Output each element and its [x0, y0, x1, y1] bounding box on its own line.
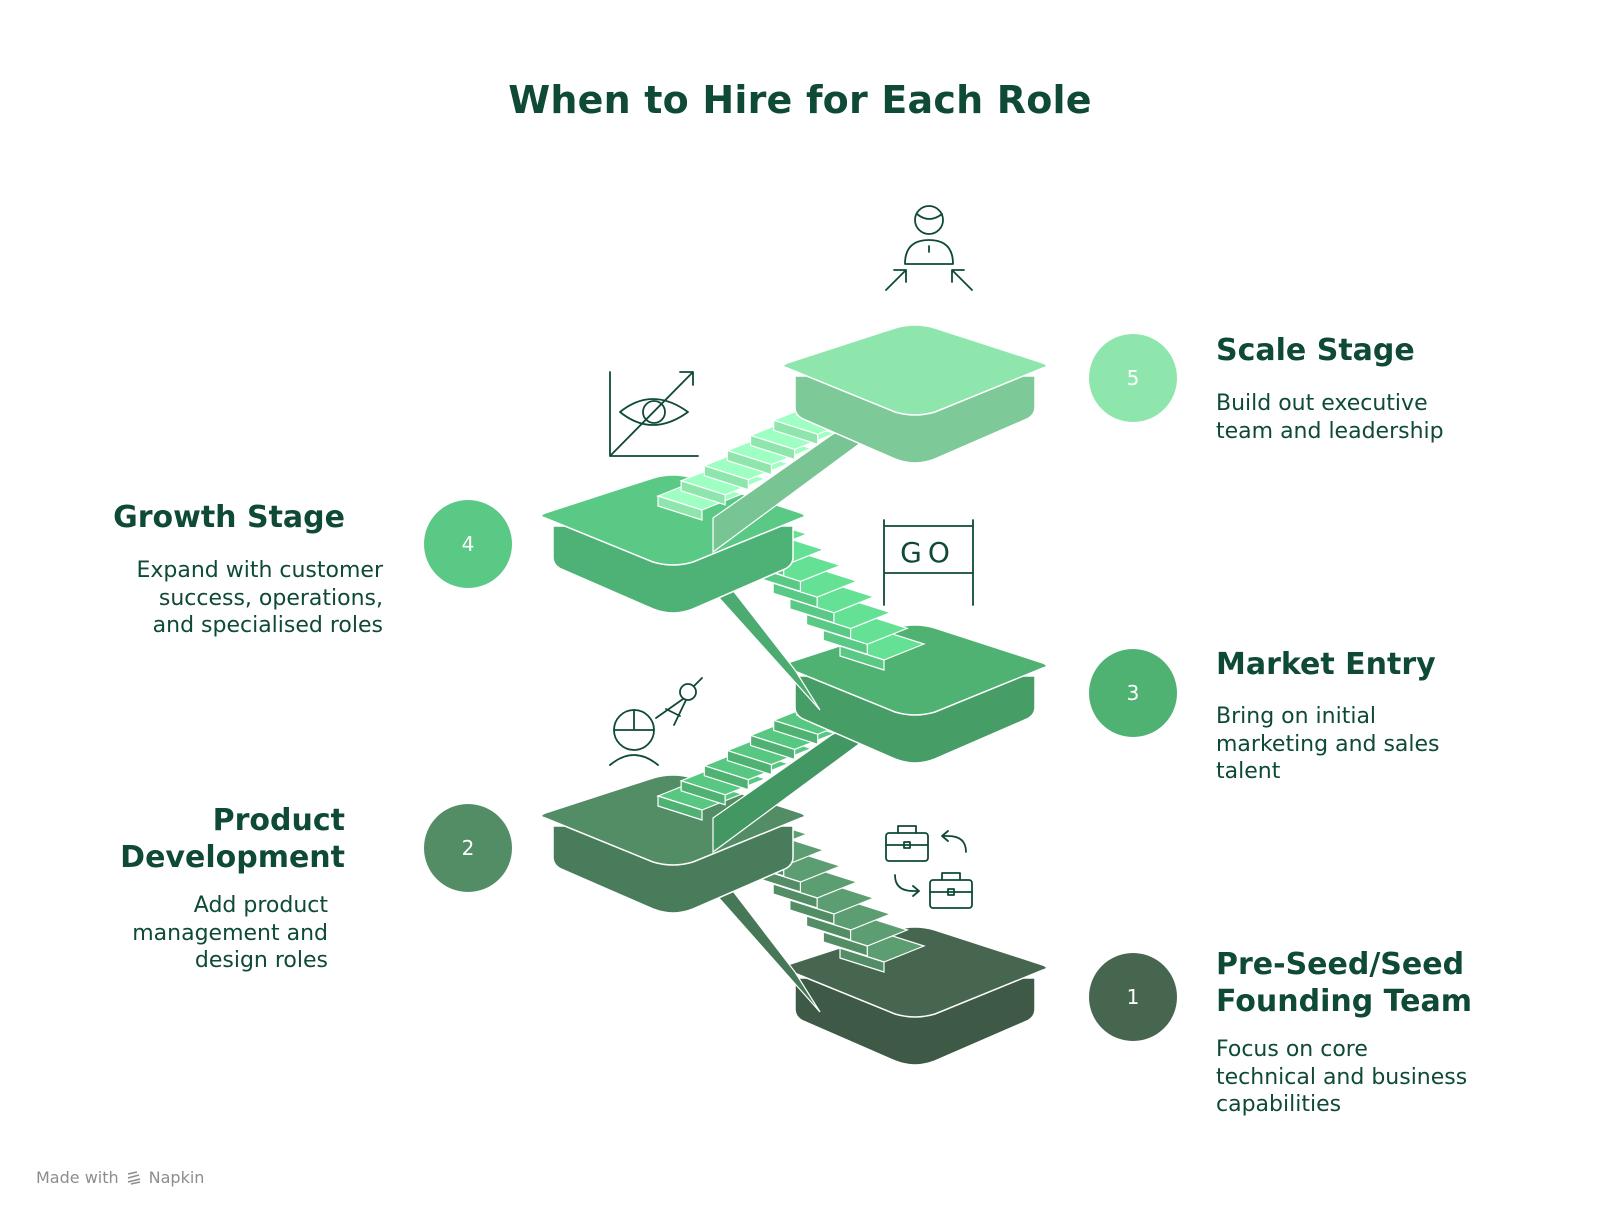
- step-4-circle: [424, 500, 512, 588]
- leader-arrows-icon: [885, 205, 973, 291]
- step-2-number: 2: [462, 836, 475, 860]
- briefcase-exchange-icon: [885, 825, 973, 909]
- step-5-heading: Scale Stage: [1216, 333, 1415, 368]
- footer-made-with: Made with: [36, 1168, 119, 1187]
- step-1-circle: [1089, 953, 1177, 1041]
- engineer-compass-icon: [609, 677, 703, 766]
- step-4-heading: Growth Stage: [113, 500, 345, 535]
- step-1-number: 1: [1127, 985, 1140, 1009]
- step-5-circle: [1089, 334, 1177, 422]
- eye-growth-chart-icon: [609, 371, 699, 457]
- footer-made-with-napkin: Made with Napkin: [36, 1168, 204, 1187]
- step-5-number: 5: [1127, 366, 1140, 390]
- footer-brand: Napkin: [148, 1168, 205, 1187]
- step-3-heading: Market Entry: [1216, 647, 1436, 682]
- napkin-logo-icon: [125, 1169, 143, 1187]
- stair-flight: [702, 819, 926, 1013]
- go-sign-icon: [883, 519, 974, 606]
- step-3-number: 3: [1127, 681, 1140, 705]
- step-2-circle: [424, 804, 512, 892]
- page-title: When to Hire for Each Role: [508, 78, 1092, 122]
- step-3-circle: [1089, 649, 1177, 737]
- go-sign-text: GO: [900, 536, 956, 569]
- step-4-number: 4: [462, 532, 475, 556]
